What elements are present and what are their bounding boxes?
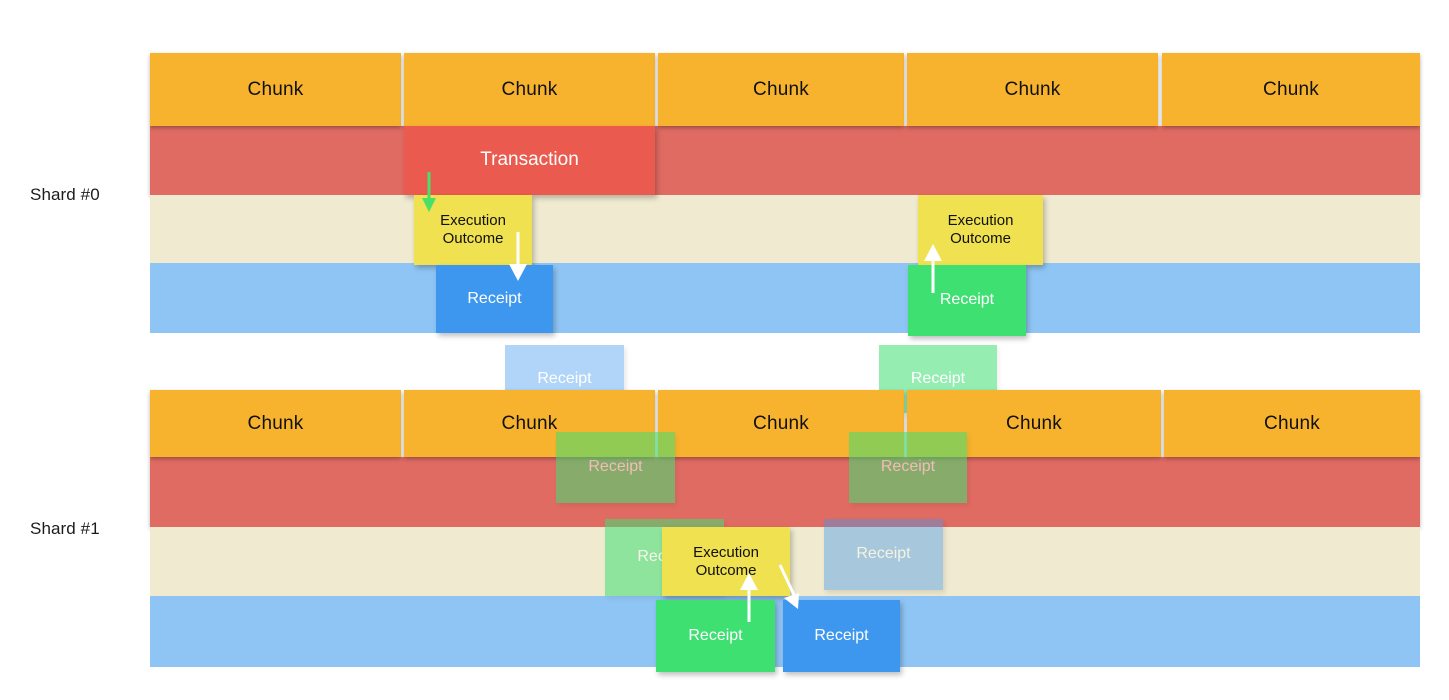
chunk-label: Chunk — [753, 412, 809, 434]
receipt-label: Receipt — [939, 291, 995, 309]
receipt-label: Receipt — [880, 458, 936, 476]
shard-0-receipt-band — [150, 263, 1420, 333]
shard-0-transaction-band — [150, 126, 1420, 195]
chunk-label: Chunk — [1004, 78, 1061, 100]
arrow-execution-to-receipt-1-icon — [509, 232, 527, 281]
arrow-receipt-to-execution-3-icon — [740, 573, 758, 622]
execution-outcome-box-1[interactable]: Execution Outcome — [414, 195, 532, 265]
shard-1-transaction-band — [150, 457, 1420, 527]
chunk-label: Chunk — [247, 412, 304, 434]
receipt-blue-box-2[interactable]: Receipt — [783, 600, 900, 672]
receipt-label: Receipt — [910, 369, 966, 387]
shard-0-chunk-3[interactable]: Chunk — [658, 53, 904, 126]
chunk-label: Chunk — [501, 412, 558, 434]
execution-outcome-box-3[interactable]: Execution Outcome — [662, 527, 790, 596]
chunk-label: Chunk — [1006, 412, 1062, 434]
shard-0-chunk-4[interactable]: Chunk — [907, 53, 1158, 126]
execution-outcome-line-1: Execution — [693, 543, 759, 561]
shard-1-chunk-1[interactable]: Chunk — [150, 390, 401, 457]
chunk-label: Chunk — [1264, 412, 1320, 434]
shard-0-chunk-1[interactable]: Chunk — [150, 53, 401, 126]
arrow-execution-to-receipt-4-icon — [778, 564, 799, 609]
shard-1-label: Shard #1 — [30, 519, 100, 538]
receipt-label: Receipt — [688, 626, 743, 644]
execution-outcome-line-2: Outcome — [442, 230, 504, 247]
arrow-transaction-to-execution-icon — [422, 172, 436, 212]
chunk-label: Chunk — [501, 78, 558, 100]
chunk-label: Chunk — [753, 78, 809, 100]
receipt-green-box-2[interactable]: Receipt — [656, 600, 775, 672]
receipt-label: Receipt — [588, 458, 643, 476]
chunk-label: Chunk — [1263, 78, 1319, 100]
shard-0-chunk-2[interactable]: Chunk — [404, 53, 655, 126]
transaction-box[interactable]: Transaction — [404, 126, 655, 195]
arrow-receipt-to-execution-2-icon — [924, 244, 942, 293]
ghost-receipt-green-mid1[interactable]: Receipt — [556, 432, 675, 503]
execution-outcome-line-2: Outcome — [950, 230, 1011, 247]
ghost-receipt-blue-low[interactable]: Receipt — [824, 519, 943, 590]
shard-0-execution-band — [150, 195, 1420, 263]
receipt-blue-box-1[interactable]: Receipt — [436, 265, 553, 333]
receipt-label: Receipt — [856, 545, 911, 563]
execution-outcome-line-1: Execution — [947, 212, 1014, 230]
shard-0-label: Shard #0 — [30, 185, 100, 204]
receipt-label: Receipt — [467, 289, 522, 307]
shard-0-chunk-5[interactable]: Chunk — [1162, 53, 1420, 126]
transaction-label: Transaction — [480, 149, 579, 171]
ghost-receipt-green-mid2[interactable]: Receipt — [849, 432, 967, 503]
chunk-label: Chunk — [247, 78, 304, 100]
receipt-green-box-1[interactable]: Receipt — [908, 265, 1026, 336]
shard-1-chunk-5[interactable]: Chunk — [1164, 390, 1420, 457]
execution-outcome-line-2: Outcome — [695, 561, 757, 579]
execution-outcome-line-1: Execution — [440, 212, 506, 230]
receipt-label: Receipt — [537, 369, 592, 387]
receipt-label: Receipt — [814, 626, 869, 644]
execution-outcome-box-2[interactable]: Execution Outcome — [918, 195, 1043, 265]
